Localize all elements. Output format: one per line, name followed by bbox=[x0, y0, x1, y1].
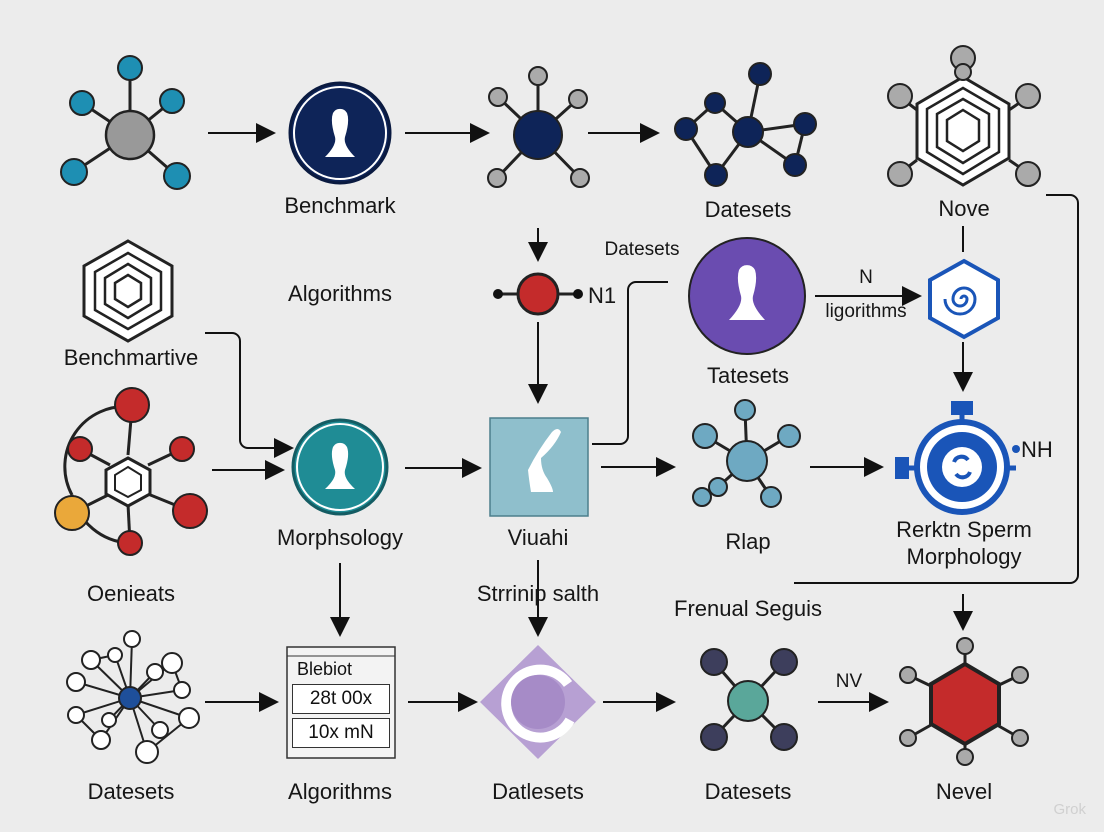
label-viuahi: Viuahi bbox=[507, 525, 569, 550]
label-algorithms-bottom: Algorithms bbox=[288, 779, 392, 804]
mid-connector-line bbox=[592, 281, 668, 445]
label-rerktn-line1: Rerktn Sperm bbox=[896, 517, 1032, 542]
right-connector-line bbox=[794, 194, 1079, 584]
label-ligorithms: ligorithms bbox=[825, 301, 907, 322]
label-rerktn-line2: Morphology bbox=[906, 544, 1022, 569]
label-algorithms-mid: Algorithms bbox=[288, 281, 392, 306]
red-hexagon-molecule-icon bbox=[899, 637, 1029, 766]
teal-round-icon bbox=[291, 418, 389, 516]
red-node-icon bbox=[493, 272, 583, 316]
label-nh: NH bbox=[1021, 437, 1053, 462]
label-datesets-float: Datesets bbox=[604, 239, 680, 260]
label-rlap: Rlap bbox=[725, 529, 771, 554]
network-graph-icon bbox=[674, 62, 817, 187]
label-datesets-bottom: Datesets bbox=[704, 779, 792, 804]
navy-round-icon bbox=[288, 81, 392, 185]
table-header-text: Blebiot bbox=[297, 659, 353, 679]
label-benchmark: Benchmark bbox=[284, 193, 396, 218]
left-connector-line bbox=[205, 332, 294, 458]
label-benchmartive: Benchmartive bbox=[63, 345, 199, 370]
label-datesets-top: Datesets bbox=[704, 197, 792, 222]
label-nv: NV bbox=[835, 671, 863, 692]
label-n1: N1 bbox=[588, 283, 617, 308]
label-datlesets: Datlesets bbox=[492, 779, 584, 804]
watermark: Grok bbox=[1053, 801, 1086, 818]
teal-center-molecule-icon bbox=[700, 648, 798, 751]
teal-square-icon bbox=[489, 417, 589, 517]
label-strrinip: Strrinip salth bbox=[476, 581, 600, 606]
molecule-icon-gray-center bbox=[60, 55, 191, 190]
navy-molecule-icon bbox=[487, 66, 590, 188]
label-datesets-bl: Datesets bbox=[87, 779, 175, 804]
light-blue-molecule-icon bbox=[692, 399, 801, 508]
purple-diamond-icon bbox=[480, 645, 596, 759]
label-nove: Nove bbox=[938, 196, 990, 221]
label-nevel: Nevel bbox=[935, 779, 993, 804]
cluster-network-icon bbox=[66, 630, 200, 764]
label-n-arrow: N bbox=[859, 267, 873, 288]
spiral-hexagon-icon bbox=[928, 258, 1000, 340]
nested-hexagon-molecule-icon bbox=[887, 45, 1041, 187]
table-row-1: 28t 00x bbox=[292, 684, 390, 714]
ring-molecule-icon bbox=[54, 387, 208, 556]
label-tatesets: Tatesets bbox=[707, 363, 789, 388]
label-morphsology: Morphsology bbox=[277, 525, 403, 550]
label-frenual: Frenual Seguis bbox=[674, 596, 822, 621]
label-oenieats: Oenieats bbox=[86, 581, 176, 606]
blue-gear-icon bbox=[895, 401, 1020, 515]
purple-round-icon bbox=[688, 237, 806, 355]
nested-hexagon-icon bbox=[82, 239, 174, 343]
table-row-2: 10x mN bbox=[292, 718, 390, 748]
